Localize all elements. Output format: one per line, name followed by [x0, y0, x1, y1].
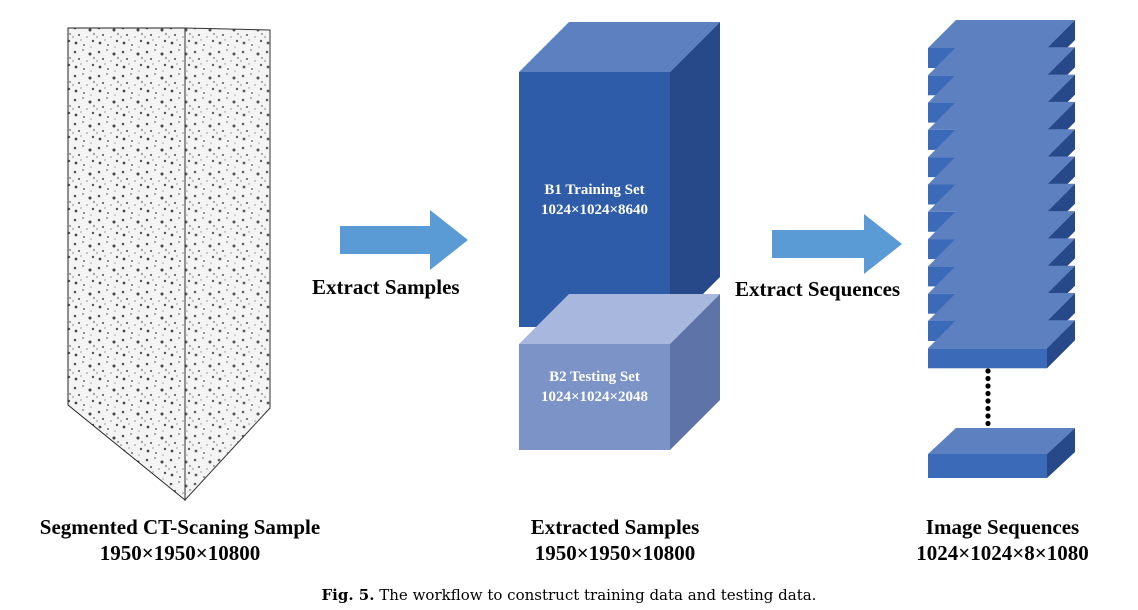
training-set-label: B1 Training Set 1024×1024×8640 [519, 180, 670, 220]
testing-set-name: B2 Testing Set [549, 369, 640, 385]
image-slices-stack [928, 20, 1075, 369]
image-sequences-title: Image Sequences 1024×1024×8×1080 [880, 514, 1125, 566]
training-box-top [519, 22, 720, 72]
ct-sample-prism [67, 27, 271, 502]
figure-caption-text: The workflow to construct training data … [379, 586, 817, 604]
ellipsis-dot [985, 420, 991, 427]
testing-box-side [670, 294, 720, 450]
training-box-front [519, 72, 670, 327]
ellipsis-dots [985, 368, 991, 427]
ct-sample-name: Segmented CT-Scaning Sample [39, 515, 321, 539]
ellipsis-dot [985, 390, 991, 397]
image-sequences-name: Image Sequences [925, 515, 1080, 539]
ellipsis-dot [985, 413, 991, 419]
ct-sample-title: Segmented CT-Scaning Sample 1950×1950×10… [10, 514, 350, 566]
image-sequences-dims: 1024×1024×8×1080 [916, 541, 1089, 565]
extract-sequences-label: Extract Sequences [735, 277, 901, 301]
ellipsis-dot [985, 398, 991, 404]
right-arrow-1 [340, 210, 468, 270]
testing-box-front [519, 344, 670, 450]
ct-sample-dims: 1950×1950×10800 [99, 541, 261, 565]
testing-set-box [519, 294, 720, 450]
extracted-samples-dims: 1950×1950×10800 [534, 541, 696, 565]
ellipsis-dot [985, 375, 991, 382]
testing-set-label: B2 Testing Set 1024×1024×2048 [519, 367, 670, 407]
training-set-box [519, 22, 720, 327]
single-slice [928, 428, 1075, 478]
training-box-side [670, 22, 720, 327]
testing-box-top [519, 294, 720, 344]
training-set-dims: 1024×1024×8640 [540, 202, 649, 218]
figure-caption-label: Fig. 5. [321, 586, 375, 604]
ellipsis-dot [985, 405, 991, 412]
extracted-samples-name: Extracted Samples [530, 515, 700, 539]
training-set-name: B1 Training Set [544, 182, 645, 198]
ct-sample-front-face [67, 27, 186, 502]
extract-samples-label: Extract Samples [312, 275, 460, 299]
ellipsis-dot [985, 368, 991, 374]
figure-caption: Fig. 5. The workflow to construct traini… [0, 586, 1138, 604]
extracted-samples-title: Extracted Samples 1950×1950×10800 [490, 514, 740, 566]
ct-sample-side-face [184, 27, 271, 502]
image-slice [928, 320, 1075, 369]
ellipsis-dot [985, 383, 991, 389]
testing-set-dims: 1024×1024×2048 [540, 389, 649, 405]
right-arrow-2 [772, 214, 902, 274]
